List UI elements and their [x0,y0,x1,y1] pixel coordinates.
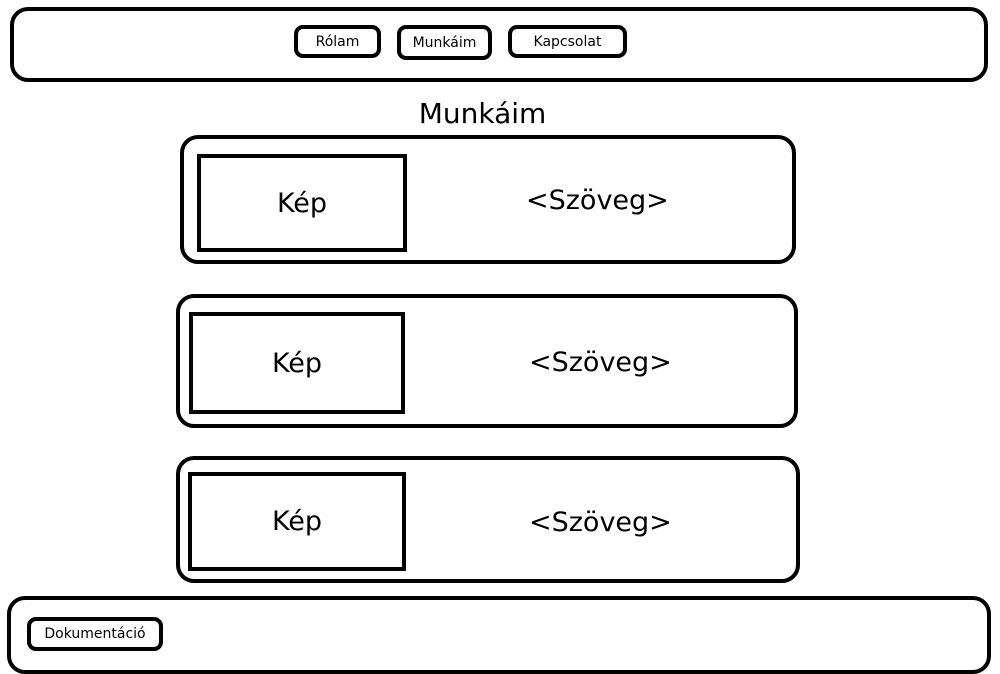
nav-button-kapcsolat[interactable]: Kapcsolat [508,25,627,58]
card-image-placeholder: Kép [197,154,407,252]
section-title: Munkáim [418,97,547,130]
work-card[interactable]: Kép <Szöveg> [176,456,800,583]
work-card[interactable]: Kép <Szöveg> [176,294,798,428]
card-text: <Szöveg> [529,507,672,538]
nav-button-rolam[interactable]: Rólam [294,25,381,58]
nav-button-munkaim[interactable]: Munkáim [397,25,492,60]
header-navbar [10,7,988,82]
card-image-placeholder: Kép [188,472,406,571]
work-card[interactable]: Kép <Szöveg> [180,135,796,264]
card-image-placeholder: Kép [189,312,405,414]
documentation-button[interactable]: Dokumentáció [27,617,163,651]
footer-bar [7,596,991,674]
card-text: <Szöveg> [529,347,672,378]
card-text: <Szöveg> [526,185,669,216]
